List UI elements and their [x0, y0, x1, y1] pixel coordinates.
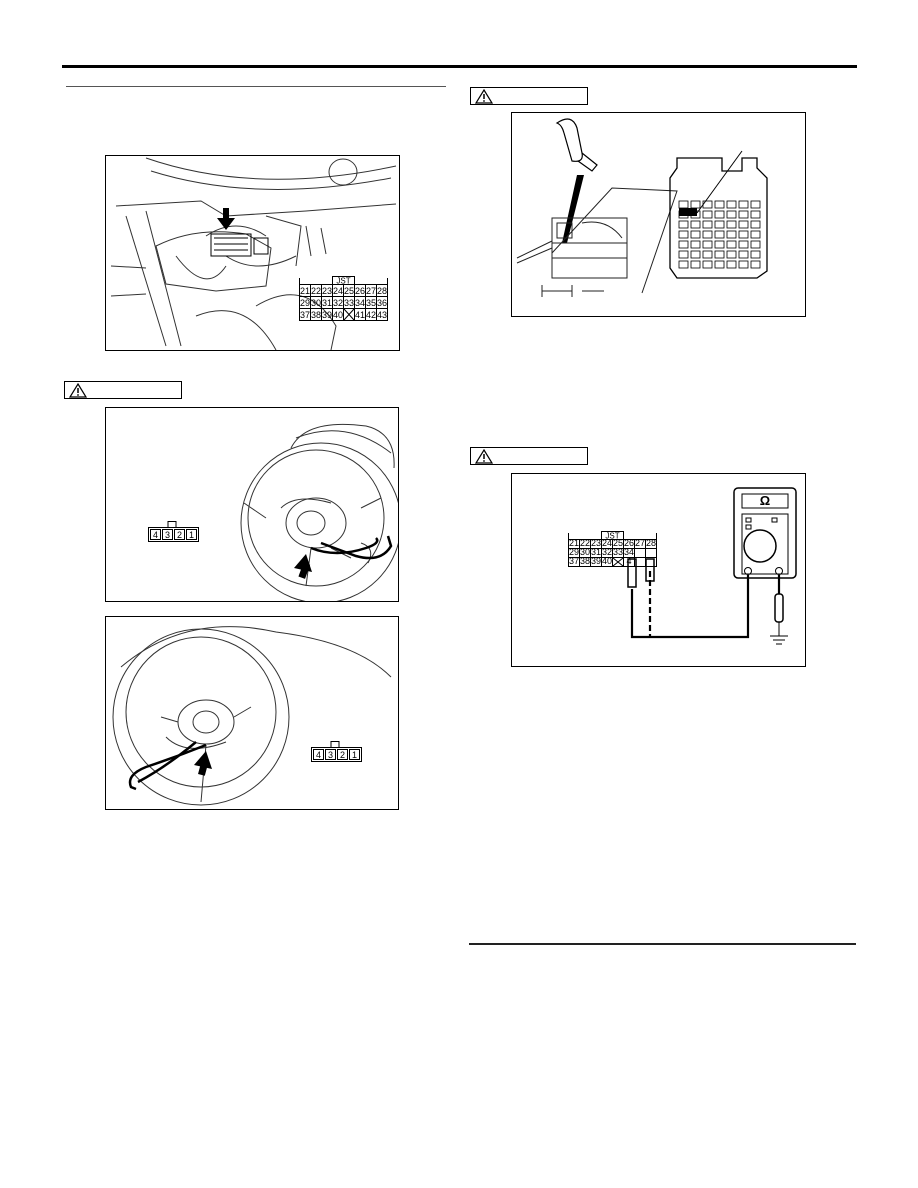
warning-triangle-icon	[475, 89, 493, 104]
pin-number: 21	[569, 538, 579, 548]
pin-number: 25	[344, 286, 354, 296]
caution-label	[64, 381, 182, 399]
pin-number: 43	[377, 310, 387, 320]
pin-number: 29	[300, 298, 310, 308]
pin-number: 22	[580, 538, 590, 548]
steering-wheel-drawing-lower	[112, 626, 392, 806]
pin-number: 34	[355, 298, 365, 308]
pin-number: 3	[165, 530, 170, 540]
pin-number: 27	[366, 286, 376, 296]
ecu-connector-drawing	[210, 233, 269, 257]
pin-number: 4	[316, 750, 321, 760]
caution-label	[470, 447, 588, 465]
pin-number: 4	[153, 530, 158, 540]
warning-triangle-icon	[475, 449, 493, 464]
pin-number: 42	[366, 310, 376, 320]
ground-icon	[770, 622, 788, 645]
pin-number: 26	[624, 538, 634, 548]
pin-number: 31	[591, 547, 601, 557]
probe-insertion-figure	[511, 112, 806, 317]
pin-number: 31	[322, 298, 332, 308]
pin-number: 32	[333, 298, 343, 308]
arrow-icon	[194, 751, 212, 776]
connector-label: JST	[605, 532, 619, 541]
pin-number: 30	[311, 298, 321, 308]
multimeter: Ω	[733, 487, 797, 579]
pin-number: 37	[300, 310, 310, 320]
warning-triangle-icon	[69, 383, 87, 398]
steering-wheel-drawing	[240, 423, 398, 601]
pin-number: 33	[344, 298, 354, 308]
pin-number: 28	[377, 286, 387, 296]
pin-number: 38	[580, 556, 590, 566]
pin-number: 28	[646, 538, 656, 548]
arrow-icon	[217, 208, 235, 230]
pin-number: 22	[311, 286, 321, 296]
pin-number: 40	[333, 310, 343, 320]
meter-symbol: Ω	[760, 493, 770, 508]
pin-number: 21	[300, 286, 310, 296]
pin-number: 2	[177, 530, 182, 540]
pin-number: 33	[613, 547, 623, 557]
pin-number: 4	[626, 556, 631, 566]
pin-number: 23	[591, 538, 601, 548]
pin-number: 40	[602, 556, 612, 566]
pin-number: 26	[355, 286, 365, 296]
footer-rule	[469, 943, 856, 945]
pin-number: 24	[602, 538, 612, 548]
pin-number: 24	[333, 286, 343, 296]
probe-insertion-drawing	[516, 118, 768, 297]
ecu-location-drawing	[110, 157, 397, 350]
pin-number: 29	[569, 547, 579, 557]
pin-number: 3	[328, 750, 333, 760]
pin-number: 36	[377, 298, 387, 308]
pin-number: 27	[635, 538, 645, 548]
header-rule	[62, 65, 857, 68]
pin-number: 25	[613, 538, 623, 548]
section-rule	[66, 86, 446, 87]
pin-number: 39	[591, 556, 601, 566]
pin-number: 1	[352, 750, 357, 760]
pin-number: 2	[340, 750, 345, 760]
pin-number: 41	[355, 310, 365, 320]
pin-number: 37	[569, 556, 579, 566]
pin-number: 39	[322, 310, 332, 320]
pin-number: 1	[189, 530, 194, 540]
pin-number: 23	[322, 286, 332, 296]
caution-label	[470, 87, 588, 105]
pin-number: 34	[624, 547, 634, 557]
multimeter-drawing: Ω	[627, 487, 797, 645]
connector-face-drawing	[669, 150, 768, 279]
pin-number: 35	[366, 298, 376, 308]
connector-label: JST	[336, 277, 350, 286]
probe-tip	[562, 175, 584, 243]
arrow-icon	[294, 554, 312, 579]
pin-number: 32	[602, 547, 612, 557]
pin-number: 30	[580, 547, 590, 557]
pin-number: 38	[311, 310, 321, 320]
